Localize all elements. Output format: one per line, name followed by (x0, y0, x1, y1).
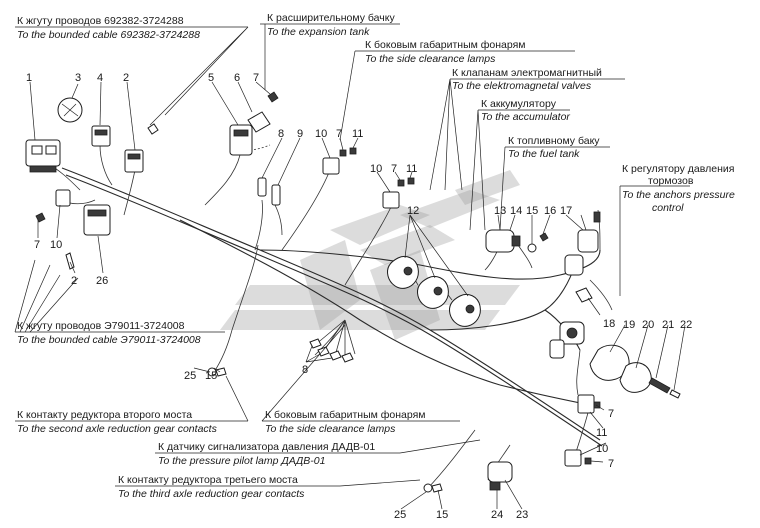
connector-23-24 (487, 461, 513, 491)
connector-2-top (124, 123, 159, 173)
connector-26 (55, 189, 111, 236)
connector-11-lower (577, 394, 601, 414)
label-fuel-tank-ru: К топливному баку (508, 135, 600, 147)
label-third-axle-en: To the third axle reduction gear contact… (118, 488, 305, 500)
label-side-lamps-top-ru: К боковым габаритным фонарям (365, 39, 526, 51)
part-number: 19 (623, 319, 635, 331)
valve-connectors-12 (387, 255, 481, 327)
part-number: 9 (297, 128, 303, 140)
part-number: 25 (184, 370, 196, 382)
part-number: 15 (526, 205, 538, 217)
label-fuel-tank-en: To the fuel tank (508, 148, 580, 160)
label-third-axle-ru: К контакту редуктора третьего моста (118, 474, 298, 486)
part-number: 7 (608, 408, 614, 420)
part-number: 21 (662, 319, 674, 331)
label-pressure-sensor-ru: К датчику сигнализатора давления ДАДВ-01 (158, 441, 375, 453)
label-em-valves-en: To the elektromagnetal valves (452, 80, 592, 92)
connector-10-group-a (322, 147, 357, 175)
part-number: 15 (436, 509, 448, 521)
part-number: 2 (71, 275, 77, 287)
part-number: 11 (352, 128, 363, 140)
label-pressure-sensor-en: To the pressure pilot lamp ДАДВ-01 (158, 455, 325, 467)
part-number: 17 (560, 205, 572, 217)
label-second-axle-ru: К контакту редуктора второго моста (17, 409, 192, 421)
lamp-bundle-8 (309, 319, 356, 363)
part-number: 6 (234, 72, 240, 84)
label-second-axle-en: To the second axle reduction gear contac… (17, 423, 218, 435)
harness-trunk (61, 167, 603, 447)
label-cable-692382-ru: К жгуту проводов 692382-3724288 (17, 15, 184, 27)
label-side-lamps-top-en: To the side clearance lamps (365, 53, 496, 65)
label-cable-E79011-en: To the bounded cable Э79011-3724008 (17, 334, 201, 346)
label-accumulator-ru: К аккумулятору (481, 98, 557, 110)
terminal-15-16 (527, 232, 549, 253)
connector-10-group-b (382, 177, 415, 209)
part-number: 10 (370, 163, 382, 175)
part-number: 26 (96, 275, 108, 287)
label-expansion-tank-en: To the expansion tank (267, 26, 370, 38)
part-number: 25 (394, 509, 406, 521)
watermark-logo (220, 170, 520, 340)
part-number: 1 (26, 72, 32, 84)
callout-labels: К жгуту проводов 692382-3724288 To the b… (17, 12, 735, 500)
connector-17 (577, 211, 601, 253)
part-number: 20 (642, 319, 654, 331)
part-number: 18 (603, 318, 615, 330)
part-number: 4 (97, 72, 103, 84)
part-number: 13 (494, 205, 506, 217)
terminal-7a (267, 91, 279, 103)
label-cable-E79011-ru: К жгуту проводов Э79011-3724008 (17, 320, 185, 332)
connector-17-lower (564, 254, 584, 276)
label-accumulator-en: To the accumulator (481, 111, 570, 123)
part-number: 8 (302, 364, 308, 376)
part-number: 2 (123, 72, 129, 84)
part-number: 7 (336, 128, 342, 140)
part-number: 7 (391, 163, 397, 175)
sensor-assembly-19-22 (589, 344, 681, 399)
part-number: 11 (596, 427, 607, 439)
leader-lines (14, 23, 690, 510)
connector-9 (271, 184, 281, 206)
label-side-lamps-bottom-en: To the side clearance lamps (265, 423, 396, 435)
connector-6 (247, 111, 271, 133)
part-number: 14 (510, 205, 522, 217)
label-side-lamps-bottom-ru: К боковым габаритным фонарям (265, 409, 426, 421)
label-expansion-tank-ru: К расширительному бачку (267, 12, 395, 24)
label-cable-692382-en: To the bounded cable 692382-3724288 (17, 29, 200, 41)
label-brake-regulator-en-1: To the anchors pressure (622, 189, 735, 201)
part-number: 15 (205, 370, 217, 382)
part-number: 24 (491, 509, 503, 521)
part-number: 7 (608, 458, 614, 470)
connector-5 (229, 124, 253, 156)
connector-3-detail (57, 97, 83, 123)
part-number: 23 (516, 509, 528, 521)
connector-13-14 (485, 229, 521, 253)
part-number: 10 (315, 128, 327, 140)
part-number: 8 (278, 128, 284, 140)
connector-4 (91, 125, 111, 147)
terminal-25-15-left (207, 367, 227, 377)
label-brake-regulator-ru-1: К регулятору давления (622, 163, 734, 175)
part-number: 10 (596, 443, 608, 455)
connector-lower-elbow (549, 321, 585, 359)
part-number: 12 (407, 205, 419, 217)
label-brake-regulator-en-2: control (652, 202, 684, 214)
part-numbers: 1 3 4 2 5 6 7 8 9 10 7 11 10 7 11 12 13 … (26, 72, 692, 521)
part-number: 5 (208, 72, 214, 84)
part-number: 16 (544, 205, 556, 217)
label-em-valves-ru: К клапанам электромагнитный (452, 67, 602, 79)
part-number: 7 (253, 72, 259, 84)
part-number: 3 (75, 72, 81, 84)
part-number: 11 (406, 163, 417, 175)
part-number: 10 (50, 239, 62, 251)
label-brake-regulator-ru-2: тормозов (648, 175, 694, 187)
part-number: 22 (680, 319, 692, 331)
terminal-25-15-bottom (423, 483, 443, 493)
connector-8 (257, 177, 267, 197)
connector-10-lower (564, 449, 592, 467)
part-number: 7 (34, 239, 40, 251)
connector-1 (25, 139, 61, 173)
